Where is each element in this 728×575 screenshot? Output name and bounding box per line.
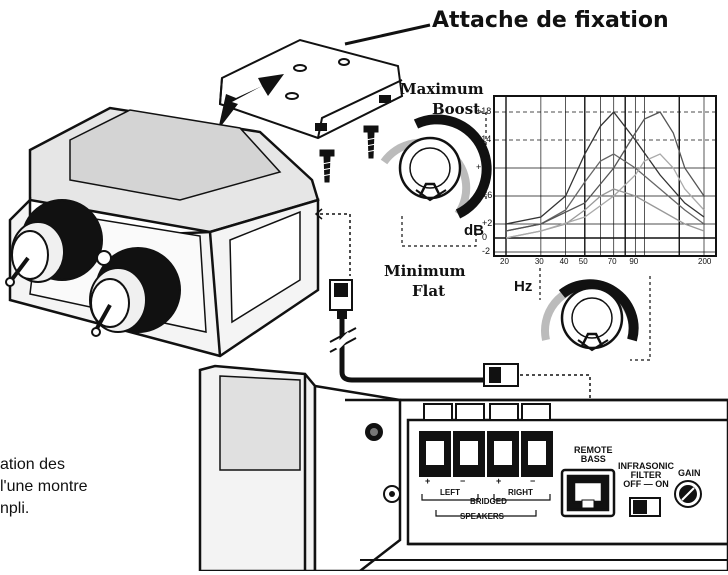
frequency-knob [541, 279, 639, 352]
y-tick-label: +14 [476, 134, 492, 144]
gain-knob[interactable] [674, 480, 702, 508]
graph-y-axis-label: dB [464, 222, 484, 239]
boost-knob [380, 114, 492, 219]
response-curve [505, 110, 705, 225]
caption-line-1: ation des [0, 456, 65, 473]
infrasonic-filter-switch[interactable] [629, 497, 661, 517]
response-curve [505, 153, 705, 232]
mounting-bracket [218, 38, 404, 140]
remote-knob-left [5, 199, 103, 287]
y-tick-label: +18 [476, 106, 492, 116]
x-tick-label: 70 [607, 257, 617, 266]
screw-left [319, 149, 335, 183]
y-tick-label: -2 [482, 246, 491, 256]
x-tick-label: 90 [629, 257, 639, 266]
rj-plug-bottom [483, 363, 519, 387]
right-label: RIGHT [508, 488, 533, 497]
bracket-title: Attache de fixation [432, 8, 669, 33]
remote-led-icon [96, 250, 112, 266]
screw-right [363, 125, 379, 159]
caption-line-3: npli. [0, 500, 30, 517]
remote-bass-jack[interactable] [560, 468, 616, 518]
y-tick-label: +6 [482, 190, 493, 200]
remote-knob-right [89, 247, 181, 337]
boost-min-label: Minimum [384, 262, 466, 280]
speaker-terminals [419, 431, 553, 477]
terminal-plus-2: + [496, 476, 502, 486]
x-tick-label: 200 [698, 257, 712, 266]
top-terminal-blocks [423, 403, 551, 421]
caption-line-2: l'une montre [0, 478, 88, 495]
speakers-label: SPEAKERS [460, 512, 505, 521]
boost-max-label-2: Boost [432, 100, 481, 118]
y-tick-label: +10 [476, 162, 492, 172]
x-tick-label: 40 [559, 257, 569, 266]
boost-min-label-2: Flat [412, 282, 445, 300]
y-tick-label: +2 [482, 218, 493, 228]
x-tick-label: 30 [534, 257, 544, 266]
mount-arrow [218, 74, 284, 130]
terminal-minus-1: − [460, 476, 466, 486]
frequency-response-graph [493, 95, 717, 257]
gain-label: GAIN [678, 468, 701, 478]
response-curve [505, 153, 705, 239]
left-label: LEFT [440, 488, 460, 497]
y-tick-label: 0 [482, 232, 488, 242]
boost-max-label: Maximum [400, 80, 484, 98]
rj-plug-top [329, 279, 353, 319]
terminal-minus-2: − [530, 476, 536, 486]
x-tick-label: 50 [578, 257, 588, 266]
x-tick-label: 20 [500, 257, 509, 266]
remote-cable [339, 318, 486, 383]
bracket-leader-line [344, 23, 431, 46]
graph-x-axis-label: Hz [514, 278, 533, 295]
bridged-label: BRIDGED [470, 497, 507, 506]
response-curve [505, 111, 705, 232]
terminal-plus-1: + [425, 476, 431, 486]
